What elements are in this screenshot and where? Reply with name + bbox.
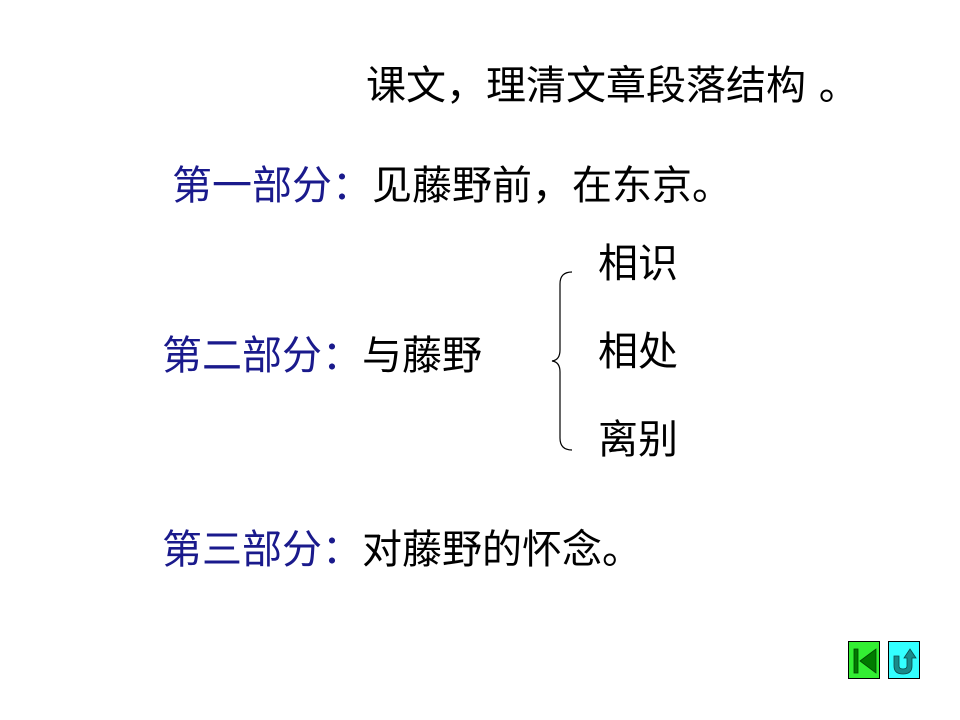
part-one-text: 见藤野前，在东京。 [372, 163, 732, 209]
part-two-sub-item: 相识 [598, 241, 678, 287]
curly-brace-icon [551, 271, 573, 451]
u-turn-return-icon [893, 648, 917, 675]
part-two-text: 与藤野 [362, 333, 482, 379]
skip-to-first-icon [853, 648, 877, 674]
part-three: 第三部分：对藤野的怀念。 [162, 526, 642, 574]
first-slide-button[interactable] [848, 641, 880, 679]
part-three-label: 第三部分： [162, 527, 362, 573]
part-two-sub-item: 离别 [598, 417, 678, 463]
part-one-label: 第一部分： [172, 163, 372, 209]
return-button[interactable] [888, 641, 920, 679]
part-one: 第一部分：见藤野前，在东京。 [172, 162, 732, 210]
slide-title: 课文，理清文章段落结构 。 [366, 63, 859, 109]
part-three-text: 对藤野的怀念。 [362, 527, 642, 573]
part-two-label: 第二部分： [162, 333, 362, 379]
part-two-sub-item: 相处 [598, 329, 678, 375]
part-two: 第二部分：与藤野 [162, 332, 482, 380]
